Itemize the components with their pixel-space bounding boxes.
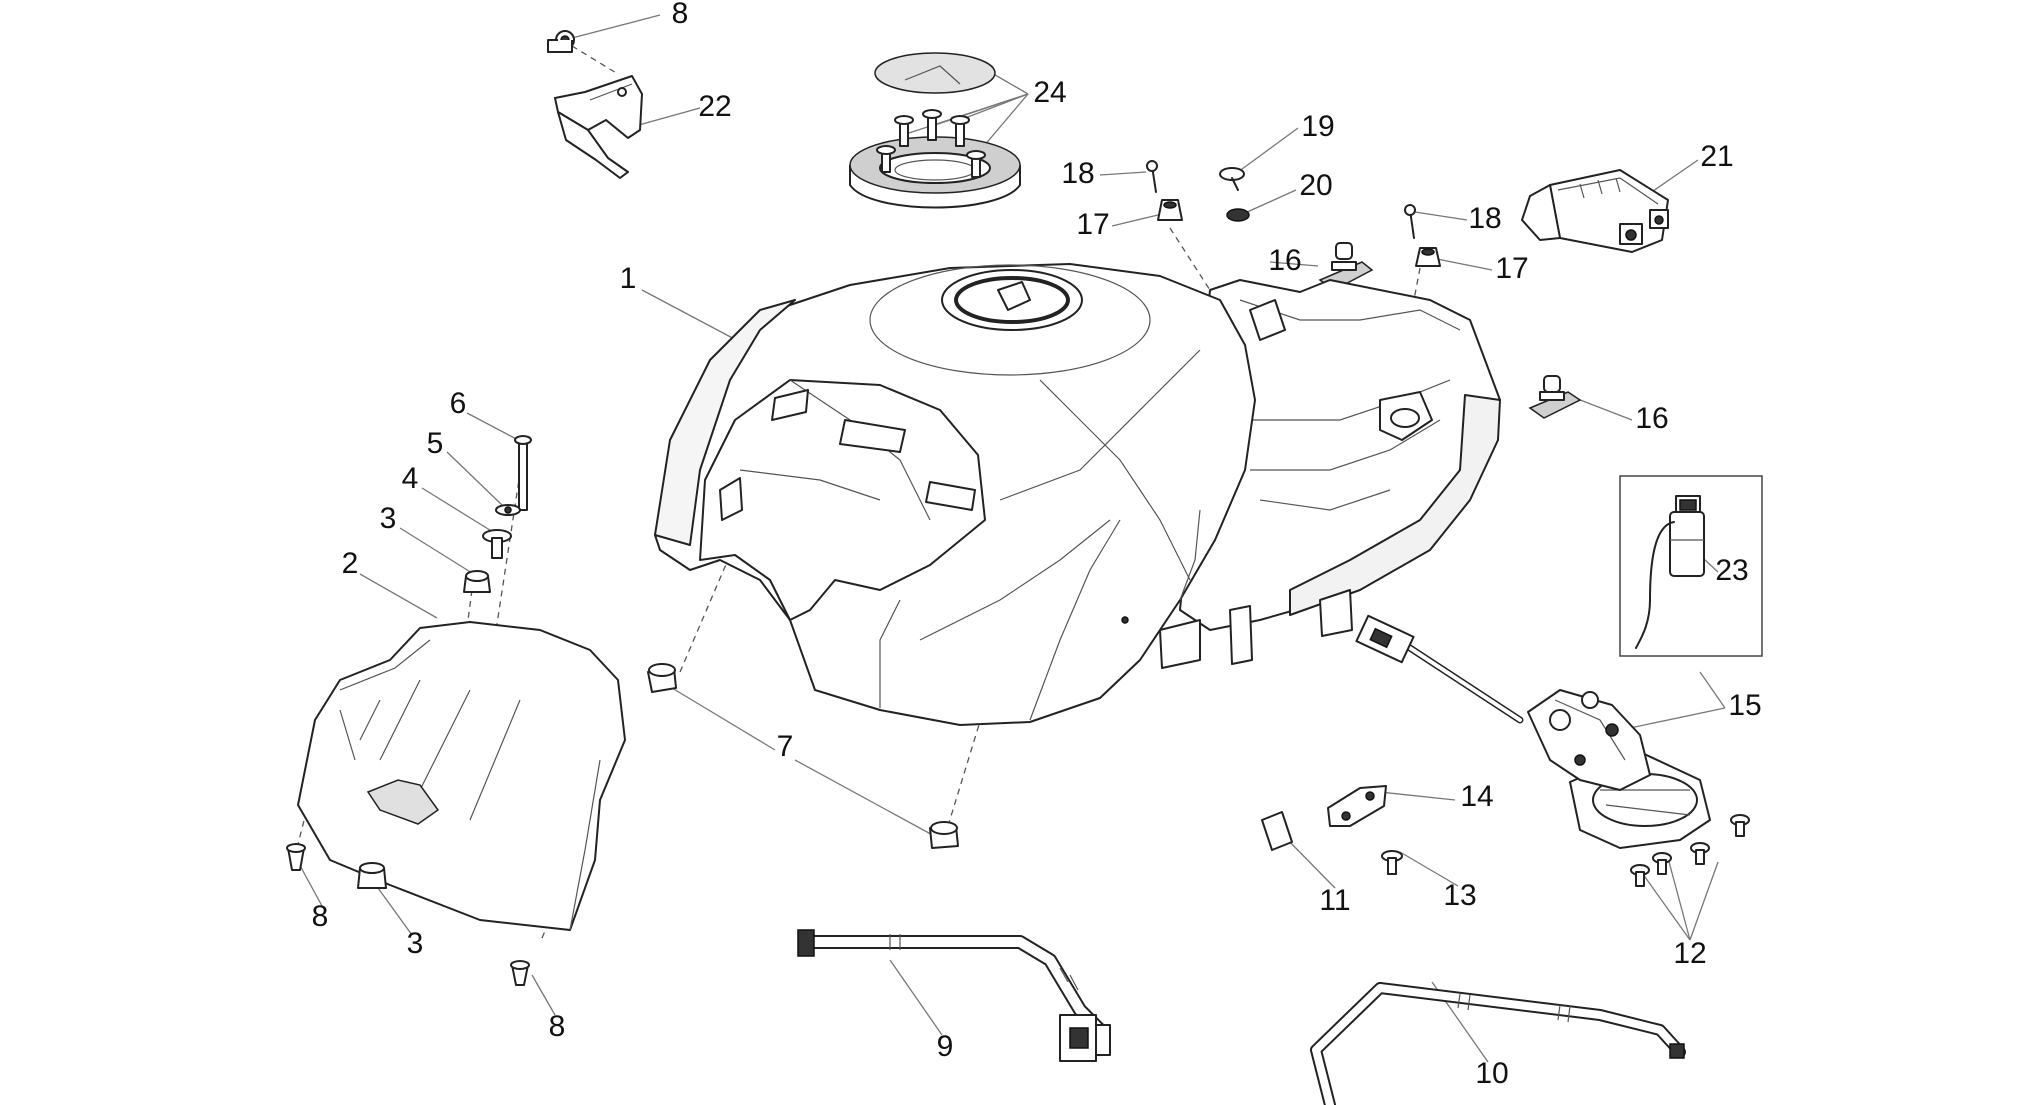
callout-p16b: 16 <box>1635 402 1668 435</box>
fuel-cap-part-24 <box>849 52 1021 209</box>
callout-p14: 14 <box>1460 780 1493 813</box>
fuel-pump-part-15 <box>1355 614 1750 887</box>
callout-labels: 1233456788891011121314151616171718181920… <box>312 0 1762 1090</box>
callout-p21: 21 <box>1700 140 1733 173</box>
callout-p7: 7 <box>777 730 794 763</box>
callout-p1: 1 <box>620 262 637 295</box>
windscreen-part-2 <box>286 621 626 986</box>
callout-p10: 10 <box>1475 1057 1508 1090</box>
callout-p23: 23 <box>1715 554 1748 587</box>
callout-p20: 20 <box>1299 169 1332 202</box>
callout-p16a: 16 <box>1268 244 1301 277</box>
grommets-part-7 <box>647 663 959 849</box>
callout-p3a: 3 <box>380 502 397 535</box>
callout-p6: 6 <box>450 387 467 420</box>
callout-p11: 11 <box>1319 884 1350 917</box>
callout-p8c: 8 <box>549 1010 566 1043</box>
callout-p5: 5 <box>427 427 444 460</box>
callout-p18b: 18 <box>1468 202 1501 235</box>
callout-p17a: 17 <box>1076 208 1109 241</box>
clip-plate-screw-11-13-14 <box>1261 785 1403 875</box>
electronic-module-part-21 <box>1521 169 1669 253</box>
callout-p22: 22 <box>698 90 731 123</box>
fasteners-3-to-6 <box>463 435 532 593</box>
callout-p3b: 3 <box>407 927 424 960</box>
callout-p18a: 18 <box>1061 157 1094 190</box>
callout-p19: 19 <box>1301 110 1334 143</box>
callout-p8a: 8 <box>672 0 689 30</box>
callout-p17b: 17 <box>1495 252 1528 285</box>
hose-part-10 <box>1310 982 1686 1105</box>
hose-part-9 <box>797 929 1111 1062</box>
callout-p2: 2 <box>342 547 359 580</box>
callout-p4: 4 <box>402 462 419 495</box>
callout-p12: 12 <box>1673 937 1706 970</box>
fuel-tank-part-1 <box>654 263 1501 726</box>
callout-p13: 13 <box>1443 879 1476 912</box>
pump-kit-box-part-23 <box>1619 475 1763 657</box>
callout-p9: 9 <box>937 1030 954 1063</box>
bracket-part-22 <box>547 30 643 179</box>
callout-p15: 15 <box>1728 689 1761 722</box>
callout-p24: 24 <box>1033 76 1066 109</box>
callout-p8b: 8 <box>312 900 329 933</box>
